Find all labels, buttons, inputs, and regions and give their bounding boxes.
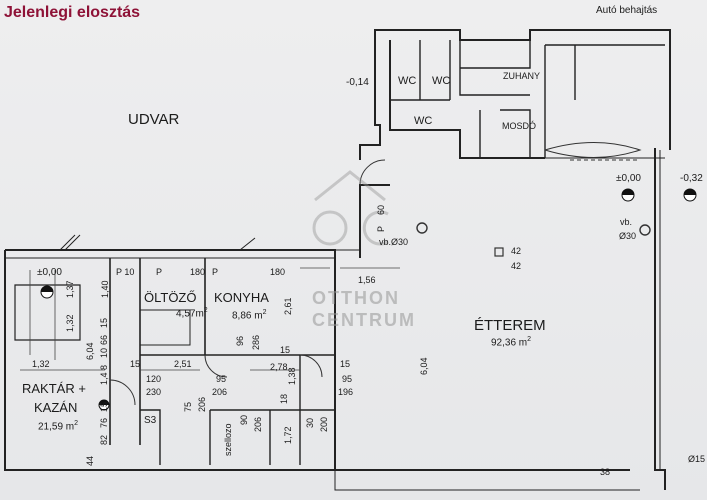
- watermark-line2: CENTRUM: [312, 310, 416, 330]
- label-etterem-area: 92,36 m2: [491, 336, 532, 349]
- label-etterem: ÉTTEREM: [474, 317, 546, 334]
- dim-75: 75: [183, 401, 193, 412]
- dim-95b: 95: [342, 374, 353, 384]
- label-konyha-area: 8,86 m2: [232, 309, 267, 322]
- label-vb-right: vb.: [620, 217, 633, 227]
- dim-251: 2,51: [174, 359, 192, 369]
- label-s3: S3: [144, 415, 157, 426]
- dim-15e: 15: [340, 359, 351, 369]
- dim-p10: P 10: [116, 267, 135, 277]
- pillar-dim-a: 42: [511, 246, 522, 256]
- page-title: Jelenlegi elosztás: [4, 4, 141, 21]
- label-raktar-line2: KAZÁN: [34, 400, 78, 415]
- dim-10: 10: [99, 347, 109, 358]
- dim-206a: 206: [212, 387, 228, 397]
- dim-120: 120: [146, 374, 162, 384]
- watermark-line1: OTTHON: [312, 288, 400, 308]
- pillar-dim-b: 42: [511, 261, 522, 271]
- label-auto-behajtas: Autó behajtás: [596, 5, 658, 16]
- dim-138: 1,38: [287, 367, 297, 385]
- dim-44: 44: [85, 455, 95, 466]
- label-konyha: KONYHA: [214, 290, 269, 305]
- dim-95a: 95: [216, 374, 227, 384]
- dim-76: 76: [99, 417, 109, 428]
- label-raktar-line1: RAKTÁR +: [22, 381, 86, 396]
- dim-180a: 180: [190, 267, 206, 277]
- dim-96: 96: [235, 335, 245, 346]
- label-raktar-area: 21,59 m2: [38, 420, 79, 433]
- label-wc-1: WC: [398, 75, 417, 87]
- dim-18: 18: [279, 393, 289, 404]
- dim-206c: 206: [253, 416, 263, 432]
- dim-604-left: 6,04: [85, 342, 95, 360]
- dim-261: 2,61: [283, 297, 293, 315]
- dim-172: 1,72: [283, 426, 293, 444]
- label-oltozo-area: 4,57m2: [176, 307, 208, 320]
- dim-15b: 15: [99, 401, 109, 412]
- dim-286: 286: [251, 334, 261, 350]
- dim-230: 230: [146, 387, 162, 397]
- dim-206b: 206: [197, 396, 207, 412]
- dim-278: 2,78: [270, 362, 288, 372]
- dim-82: 82: [99, 434, 109, 445]
- dim-30: 30: [305, 417, 315, 428]
- label-wc-2: WC: [432, 75, 451, 87]
- level-pm000-left: ±0,00: [37, 267, 62, 278]
- dim-38: 38: [600, 467, 611, 477]
- label-udvar: UDVAR: [128, 111, 180, 128]
- label-szellozo: szellozo: [223, 423, 233, 456]
- dim-132b: 1,32: [65, 314, 75, 332]
- dim-200: 200: [319, 416, 329, 432]
- label-zuhany: ZUHANY: [503, 71, 541, 81]
- label-mosdo: MOSDÓ: [502, 121, 537, 131]
- dim-p-oltozo: P: [156, 267, 163, 277]
- dim-196: 196: [338, 387, 354, 397]
- dim-156: 1,56: [358, 275, 376, 285]
- dim-604-right: 6,04: [419, 357, 429, 375]
- label-n-60: 60: [376, 204, 386, 215]
- label-vb-left: vb.Ø30: [379, 237, 409, 247]
- dim-148: 1,4 8: [99, 364, 109, 385]
- dim-15c: 15: [130, 359, 141, 369]
- dim-132a: 1,32: [32, 359, 50, 369]
- level-neg032: -0,32: [680, 173, 703, 184]
- dim-15a: 15: [99, 317, 109, 328]
- label-vb-right-dia: Ø30: [619, 231, 637, 241]
- label-p-60: P: [376, 225, 386, 232]
- dim-66: 66: [99, 334, 109, 345]
- level-pm000-right: ±0,00: [616, 173, 641, 184]
- label-corner-15: Ø15: [688, 454, 706, 464]
- dim-90: 90: [239, 414, 249, 425]
- dim-15d: 15: [280, 345, 291, 355]
- label-oltozo: ÖLTÖZŐ: [144, 290, 197, 305]
- label-wc-3: WC: [414, 115, 433, 127]
- dim-p-konyha: P: [212, 267, 219, 277]
- level-neg014: -0,14: [346, 77, 369, 88]
- dim-137: 1,37: [65, 280, 75, 298]
- dim-180b: 180: [270, 267, 286, 277]
- dim-140: 1,40: [100, 280, 110, 298]
